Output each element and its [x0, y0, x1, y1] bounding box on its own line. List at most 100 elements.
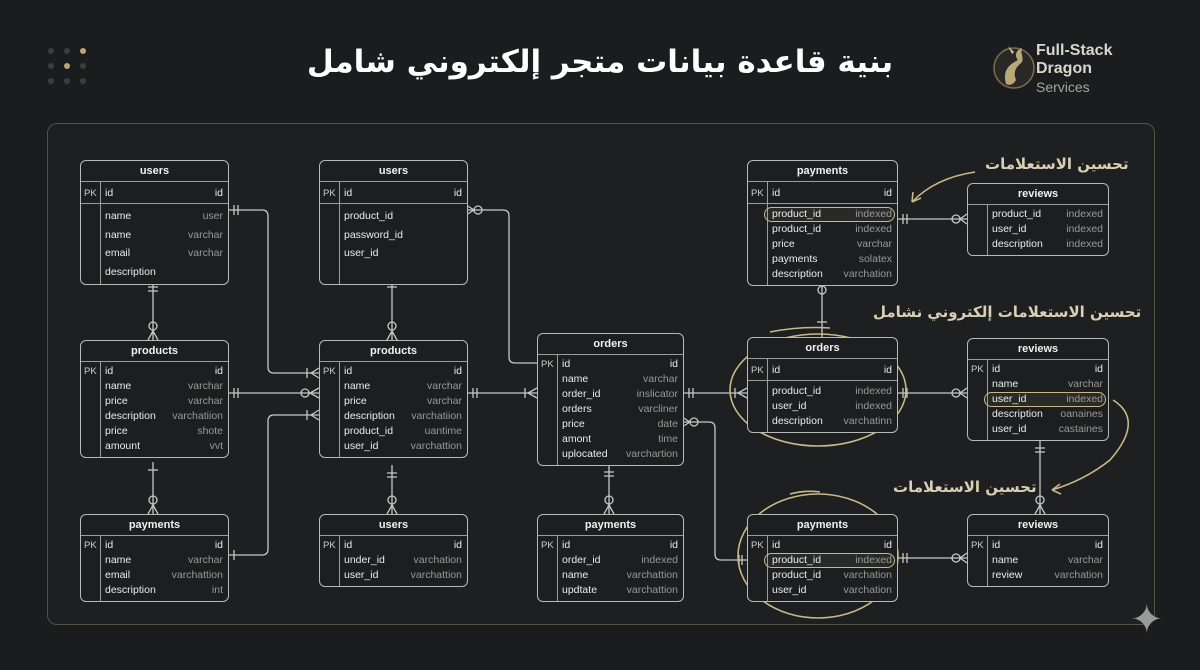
- field-type: inslicator: [636, 388, 678, 400]
- pk-label: PK: [751, 188, 764, 199]
- field-type: indexed: [1066, 393, 1103, 405]
- field-type: varchatinn: [843, 415, 892, 427]
- table-title: payments: [748, 161, 897, 182]
- field-name: user_id: [992, 223, 1027, 235]
- field-type: id: [214, 187, 223, 199]
- field-type: oanaines: [1060, 408, 1103, 420]
- field-name: id: [105, 187, 114, 199]
- field-type: date: [657, 418, 678, 430]
- field-name: description: [105, 410, 156, 422]
- field-type: id: [669, 358, 678, 370]
- field-name: payments: [772, 253, 818, 265]
- field-type: int: [211, 584, 223, 596]
- field-type: indexed: [855, 208, 892, 220]
- pk-column-divider: [538, 536, 558, 601]
- field-name: price: [562, 418, 585, 430]
- field-type: time: [658, 433, 678, 445]
- table-title: products: [320, 341, 467, 362]
- logo-line-1: Full-Stack: [1036, 42, 1113, 59]
- field-name: description: [992, 408, 1043, 420]
- field-type: indexed: [1066, 208, 1103, 220]
- field-type: varchar: [187, 395, 223, 407]
- sparkle-icon: ✦: [1130, 598, 1164, 642]
- field-name: name: [105, 380, 132, 392]
- table-title: reviews: [968, 339, 1108, 360]
- field-name: name: [992, 554, 1019, 566]
- field-type: varchar: [426, 395, 462, 407]
- field-type: varchar: [187, 247, 223, 259]
- field-name: password_id: [344, 228, 403, 241]
- field-type: varchar: [1067, 378, 1103, 390]
- table-title: users: [320, 161, 467, 182]
- field-name: uplocated: [562, 448, 608, 460]
- field-name: id: [344, 187, 353, 199]
- field-type: varchatiion: [411, 410, 462, 422]
- field-type: indexed: [855, 554, 892, 566]
- field-name: description: [105, 265, 156, 278]
- pk-column-divider: [748, 359, 768, 432]
- pk-column-divider: [81, 182, 101, 284]
- field-type: varchartion: [626, 448, 678, 460]
- logo-line-2: Dragon: [1036, 60, 1092, 77]
- field-name: user_id: [344, 569, 379, 581]
- pk-label: PK: [84, 366, 97, 377]
- indexed-highlight: [764, 207, 895, 222]
- field-name: name: [105, 210, 132, 222]
- field-name: product_id: [772, 385, 822, 397]
- field-type: id: [453, 187, 462, 199]
- field-type: castaines: [1058, 423, 1103, 435]
- field-name: name: [562, 569, 589, 581]
- field-name: product_id: [992, 208, 1042, 220]
- dragon-icon: [993, 46, 1035, 89]
- field-type: indexed: [855, 223, 892, 235]
- table-row: description: [81, 263, 228, 282]
- field-type: varchatiion: [172, 410, 223, 422]
- pk-label: PK: [323, 366, 336, 377]
- field-name: product_id: [344, 210, 394, 222]
- field-name: product_id: [772, 554, 822, 566]
- field-type: id: [883, 364, 892, 376]
- field-name: description: [344, 410, 395, 422]
- field-type: indexed: [641, 554, 678, 566]
- table-title: payments: [81, 515, 228, 536]
- field-type: varchar: [1067, 554, 1103, 566]
- logo-line-3: Services: [1036, 79, 1090, 95]
- field-name: user_id: [344, 440, 379, 452]
